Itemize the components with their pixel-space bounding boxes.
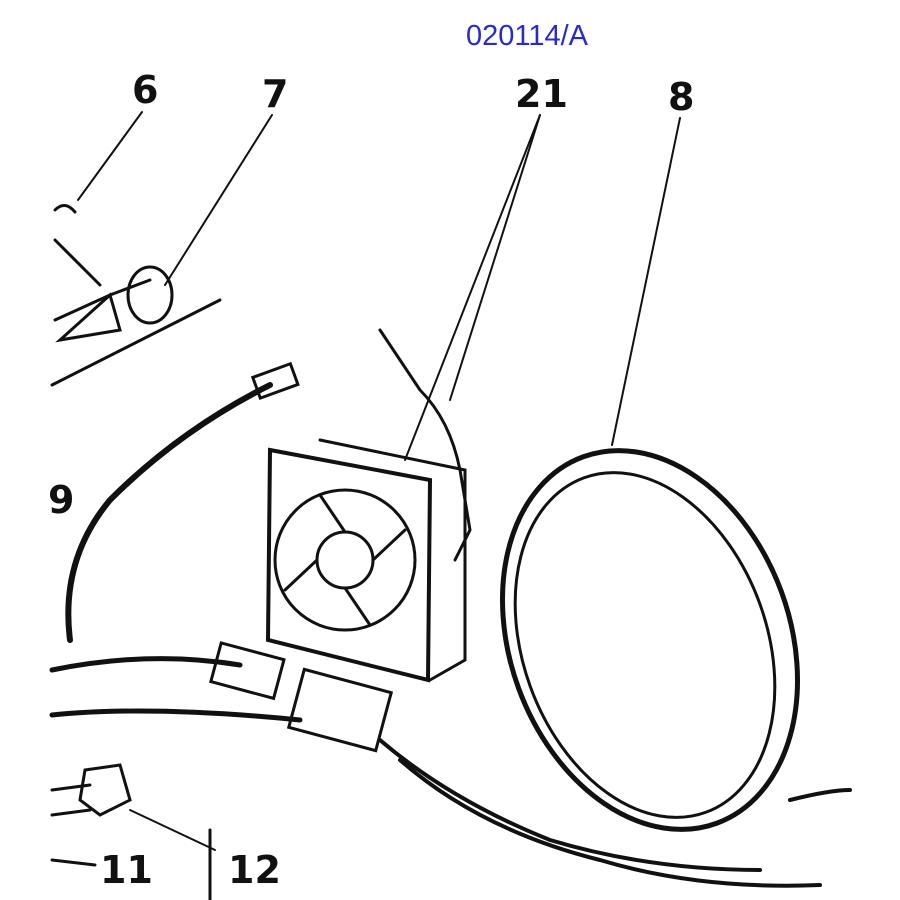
leader-6 — [77, 111, 143, 201]
callout-11: 11 — [100, 848, 153, 892]
callout-12: 12 — [228, 848, 281, 892]
leader-21a — [404, 114, 541, 461]
leader-12 — [129, 809, 216, 851]
callout-6: 6 — [132, 68, 159, 112]
cable-part-9 — [65, 361, 300, 643]
callout-7: 7 — [262, 72, 289, 116]
connector-part-7 — [50, 204, 222, 387]
wiring-harness — [49, 641, 852, 888]
leader-7 — [164, 114, 273, 286]
drawing-reference: 020114/A — [466, 20, 589, 52]
fan-part-21 — [265, 328, 472, 683]
callout-9: 9 — [48, 478, 75, 522]
screw-part-11 — [50, 763, 212, 900]
callout-21: 21 — [515, 72, 568, 116]
ring-part-8 — [500, 448, 800, 832]
callout-8: 8 — [668, 75, 695, 119]
leader-8 — [611, 117, 681, 446]
leader-21b — [449, 114, 541, 401]
